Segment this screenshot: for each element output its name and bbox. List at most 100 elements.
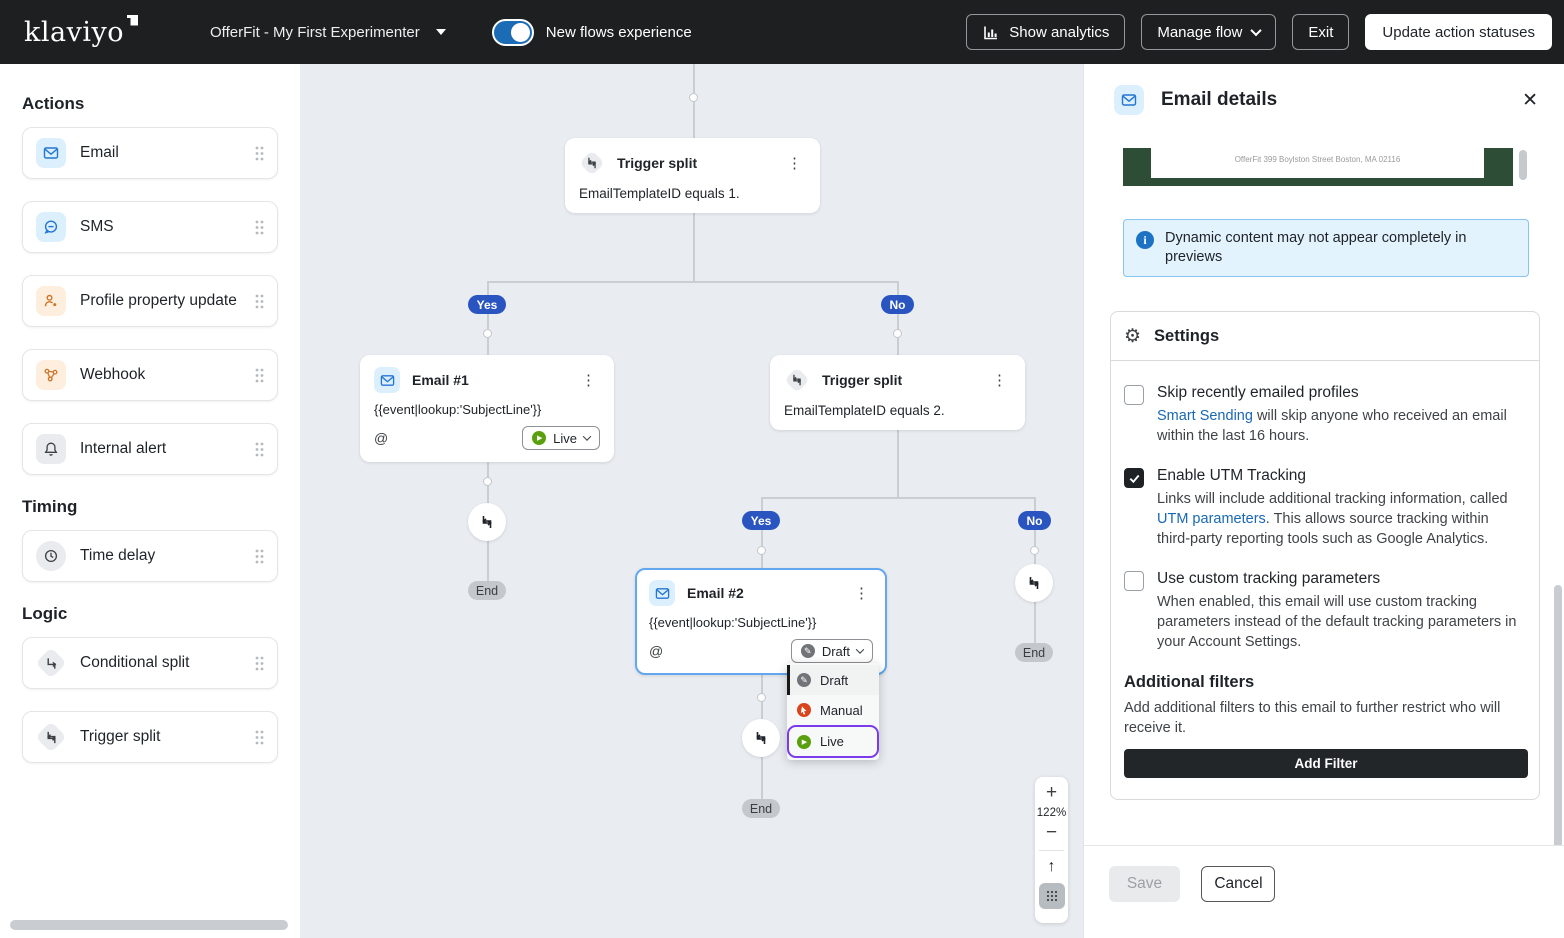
add-filter-button[interactable]: Add Filter bbox=[1124, 749, 1528, 778]
smart-sending-link[interactable]: Smart Sending bbox=[1157, 408, 1253, 424]
settings-title: Settings bbox=[1154, 326, 1220, 345]
status-option-label: Live bbox=[820, 734, 844, 749]
update-action-statuses-label: Update action statuses bbox=[1382, 23, 1535, 41]
exit-button[interactable]: Exit bbox=[1292, 14, 1350, 50]
kebab-menu-icon[interactable]: ⋮ bbox=[854, 584, 869, 602]
settings-card: ⚙ Settings Skip recently emailed profile… bbox=[1110, 311, 1540, 800]
end-badge: End bbox=[468, 581, 506, 600]
setting-enable-utm-tracking: Enable UTM Tracking Links will include a… bbox=[1124, 467, 1526, 549]
gear-icon: ⚙ bbox=[1124, 325, 1142, 347]
drag-handle-icon[interactable] bbox=[255, 442, 264, 457]
zoom-out-button[interactable]: − bbox=[1045, 822, 1058, 843]
sidebar-horizontal-scrollbar[interactable] bbox=[10, 920, 288, 930]
drag-handle-icon[interactable] bbox=[255, 146, 264, 161]
custom-tracking-parameters-checkbox[interactable] bbox=[1124, 571, 1144, 591]
status-option-manual[interactable]: Manual bbox=[787, 695, 879, 725]
show-analytics-button[interactable]: Show analytics bbox=[966, 14, 1126, 50]
close-icon[interactable]: ✕ bbox=[1522, 89, 1538, 111]
drag-handle-icon[interactable] bbox=[255, 549, 264, 564]
sidebar-item-label: Time delay bbox=[80, 547, 156, 564]
zoom-in-button[interactable]: + bbox=[1045, 782, 1058, 803]
sidebar-item-time-delay[interactable]: Time delay bbox=[22, 530, 278, 582]
trigger-split-circle[interactable] bbox=[468, 503, 506, 541]
flow-canvas[interactable]: Yes No Yes No Trigger split ⋮ EmailTempl… bbox=[300, 64, 1083, 938]
node-trigger-split-1[interactable]: Trigger split ⋮ EmailTemplateID equals 1… bbox=[565, 138, 820, 213]
chevron-down-icon bbox=[1250, 24, 1263, 37]
sidebar-item-internal-alert[interactable]: Internal alert bbox=[22, 423, 278, 475]
flow-edge bbox=[761, 497, 1035, 499]
top-bar: klaviyo OfferFit - My First Experimenter… bbox=[0, 0, 1564, 64]
panel-title: Email details bbox=[1161, 89, 1278, 110]
panel-scrollbar[interactable] bbox=[1554, 585, 1562, 930]
connector-dot[interactable] bbox=[893, 329, 902, 338]
connector-dot[interactable] bbox=[483, 329, 492, 338]
save-button[interactable]: Save bbox=[1109, 866, 1180, 902]
status-option-draft[interactable]: ✎ Draft bbox=[787, 665, 879, 695]
sidebar-item-profile-property-update[interactable]: Profile property update bbox=[22, 275, 278, 327]
chevron-down-icon bbox=[435, 29, 446, 35]
divider bbox=[1039, 850, 1064, 851]
settings-body: Skip recently emailed profiles Smart Sen… bbox=[1111, 361, 1539, 778]
cancel-button[interactable]: Cancel bbox=[1201, 866, 1276, 902]
connector-dot[interactable] bbox=[757, 546, 766, 555]
node-email-1[interactable]: Email #1 ⋮ {{event|lookup:'SubjectLine'}… bbox=[360, 355, 614, 462]
drag-handle-icon[interactable] bbox=[255, 294, 264, 309]
email-details-panel: Email details ✕ OfferFit 399 Boylston St… bbox=[1083, 64, 1564, 938]
connector-dot[interactable] bbox=[757, 693, 766, 702]
flow-name-dropdown[interactable]: OfferFit - My First Experimenter bbox=[210, 24, 446, 41]
section-title-timing: Timing bbox=[22, 497, 78, 516]
sidebar-item-webhook[interactable]: Webhook bbox=[22, 349, 278, 401]
email-status-select[interactable]: ▶ Live bbox=[522, 426, 600, 450]
actions-sidebar: Actions Email SMS Profile property updat… bbox=[0, 64, 300, 938]
kebab-menu-icon[interactable]: ⋮ bbox=[581, 371, 596, 389]
sidebar-item-email[interactable]: Email bbox=[22, 127, 278, 179]
bell-icon bbox=[36, 434, 66, 464]
grid-view-button[interactable] bbox=[1038, 883, 1065, 909]
connector-dot[interactable] bbox=[689, 93, 698, 102]
connector-dot[interactable] bbox=[483, 477, 492, 486]
drag-handle-icon[interactable] bbox=[255, 656, 264, 671]
new-flows-toggle[interactable] bbox=[491, 18, 534, 46]
drag-handle-icon[interactable] bbox=[255, 368, 264, 383]
enable-utm-tracking-checkbox[interactable] bbox=[1124, 468, 1144, 488]
draft-status-icon: ✎ bbox=[797, 673, 811, 687]
email-icon bbox=[374, 367, 400, 393]
status-dropdown-menu: ✎ Draft Manual ▶ Live bbox=[787, 663, 879, 760]
sidebar-item-trigger-split[interactable]: Trigger split bbox=[22, 711, 278, 763]
connector-dot[interactable] bbox=[1030, 546, 1039, 555]
sidebar-item-sms[interactable]: SMS bbox=[22, 201, 278, 253]
live-status-icon: ▶ bbox=[532, 431, 547, 445]
skip-recently-emailed-checkbox[interactable] bbox=[1124, 385, 1144, 405]
sidebar-item-label: SMS bbox=[80, 218, 114, 235]
checkmark-icon bbox=[1129, 474, 1139, 483]
end-badge: End bbox=[742, 799, 780, 818]
email-status-select[interactable]: ✎ Draft bbox=[790, 639, 873, 663]
trigger-split-circle[interactable] bbox=[1015, 564, 1053, 602]
section-title-actions: Actions bbox=[22, 94, 85, 113]
node-title: Trigger split bbox=[822, 372, 903, 388]
kebab-menu-icon[interactable]: ⋮ bbox=[787, 154, 802, 172]
status-option-live[interactable]: ▶ Live bbox=[787, 725, 879, 758]
setting-description-text: will skip anyone who received an email w… bbox=[1157, 408, 1507, 444]
panel-header: Email details ✕ bbox=[1114, 85, 1538, 115]
sidebar-item-conditional-split[interactable]: Conditional split bbox=[22, 637, 278, 689]
node-title: Trigger split bbox=[617, 155, 698, 171]
klaviyo-logo[interactable]: klaviyo bbox=[24, 14, 138, 48]
toggle-knob bbox=[510, 22, 530, 42]
preview-scrollbar[interactable] bbox=[1519, 150, 1527, 180]
drag-handle-icon[interactable] bbox=[255, 730, 264, 745]
trigger-split-circle[interactable] bbox=[742, 719, 780, 757]
flow-edge bbox=[897, 281, 899, 297]
flow-edge bbox=[761, 497, 763, 513]
update-action-statuses-button[interactable]: Update action statuses bbox=[1365, 14, 1552, 50]
main-layout: Actions Email SMS Profile property updat… bbox=[0, 64, 1564, 938]
utm-parameters-link[interactable]: UTM parameters bbox=[1157, 511, 1266, 527]
node-trigger-split-2[interactable]: Trigger split ⋮ EmailTemplateID equals 2… bbox=[770, 355, 1025, 430]
kebab-menu-icon[interactable]: ⋮ bbox=[992, 371, 1007, 389]
scroll-up-button[interactable]: ↑ bbox=[1048, 856, 1056, 878]
drag-handle-icon[interactable] bbox=[255, 220, 264, 235]
manage-flow-button[interactable]: Manage flow bbox=[1141, 14, 1277, 50]
email-subject: {{event|lookup:'SubjectLine'}} bbox=[374, 402, 542, 417]
node-email-2[interactable]: Email #2 ⋮ {{event|lookup:'SubjectLine'}… bbox=[635, 568, 887, 675]
chevron-down-icon bbox=[582, 432, 592, 441]
